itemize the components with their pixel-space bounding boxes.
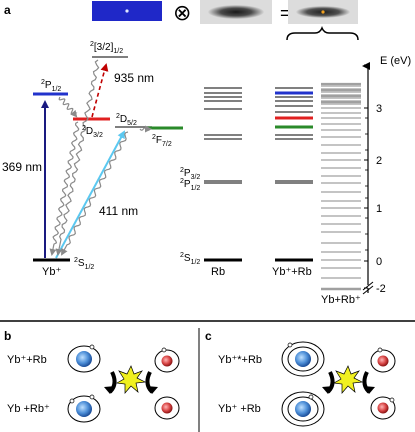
decay-d52-to-f72 (139, 125, 152, 133)
orbit (370, 396, 396, 420)
equals-operator: = (280, 3, 291, 23)
combined-ion-dot (321, 10, 325, 14)
panel-b-label: b (4, 329, 11, 343)
yb-rb-ion-levels (321, 82, 361, 291)
decay-p12-to-d32 (58, 96, 78, 118)
energy-axis-title: E (eV) (380, 55, 411, 67)
bracket-label: 2[3/2]1/2 (90, 41, 123, 55)
blue-411-label: 411 nm (99, 204, 138, 218)
top-image-row: ⊗ = (92, 0, 359, 41)
tensor-operator: ⊗ (173, 0, 191, 25)
rb-nucleus (161, 355, 173, 367)
panel-b-bottom-text: Yb +Rb⁺ (7, 403, 50, 415)
axis-ticks: 3 2 1 0 -2 (364, 64, 386, 295)
ybrb-column-label: Yb⁺+Rb (272, 266, 312, 278)
outer-orbit (281, 341, 325, 377)
curved-arrow-right-head (146, 386, 158, 394)
panel-c-yb-excited-top (281, 341, 325, 377)
electron (69, 398, 75, 404)
orbit (154, 349, 180, 373)
panel-c-rb-top (370, 347, 396, 373)
repump-935-label: 935 nm (114, 71, 154, 85)
electron (287, 342, 293, 348)
orbit (67, 345, 101, 373)
outer-orbit (281, 391, 325, 427)
rb-column-label: Rb (211, 266, 225, 278)
blue-411-arrow (55, 130, 125, 259)
axis-break-1 (362, 281, 374, 291)
d32-label: 2D3/2 (82, 125, 103, 139)
panel-c-rb-bottom (370, 396, 396, 420)
panel-a-label: a (4, 3, 11, 17)
uv-369-label: 369 nm (2, 160, 42, 174)
axis-tick-label: 3 (376, 103, 382, 115)
inner-orbit (287, 396, 319, 422)
yb-nucleus (76, 351, 92, 367)
electron (89, 394, 95, 400)
panel-b-yb-ion-top (67, 344, 101, 373)
inner-orbit (287, 346, 319, 372)
yb-nucleus (295, 401, 311, 417)
electron (161, 347, 167, 353)
d52-label: 2D5/2 (116, 113, 137, 127)
axis-break-2 (362, 285, 374, 295)
orbit (67, 395, 101, 423)
electron (377, 347, 383, 353)
yb-column-label: Yb⁺ (42, 266, 61, 278)
rb-levels (204, 87, 242, 262)
orbit (154, 396, 180, 420)
panel-b-rb-ion-bottom (154, 396, 180, 420)
panel-b: b Yb⁺+Rb Yb +Rb⁺ (4, 329, 180, 423)
panel-b-yb-bottom (67, 394, 101, 423)
curved-arrow-right-head (363, 386, 375, 394)
axis-tick-label: 2 (376, 155, 382, 167)
panel-c-yb-ion-bottom (281, 391, 325, 427)
electron (89, 344, 95, 350)
rb-p12-label: 2P1/2 (180, 178, 200, 192)
panel-c: c Yb⁺*+Rb Yb⁺ +Rb (205, 329, 396, 427)
curved-arrow-left-head (322, 386, 334, 394)
decay-bracket-to-s12 (55, 59, 100, 256)
panel-b-top-text: Yb⁺+Rb (7, 354, 47, 366)
curved-arrow-left-head (104, 386, 116, 394)
f72-label: 2F7/2 (152, 134, 172, 148)
ybrb-levels (275, 87, 313, 262)
repump-935-arrow (91, 63, 109, 118)
s12-label: 2S1/2 (74, 257, 94, 271)
rb-p32-label: 2P3/2 (180, 167, 200, 181)
rb-nucleus (377, 355, 389, 367)
panel-c-label: c (205, 329, 212, 343)
panel-c-top-text: Yb⁺*+Rb (218, 354, 262, 366)
collision-burst (332, 365, 364, 394)
orbit (370, 349, 396, 373)
collision-burst (115, 365, 147, 394)
rb-nucleus (377, 402, 389, 414)
rb-cloud (208, 5, 264, 19)
rb-s12-label: 2S1/2 (180, 252, 200, 266)
rb-nucleus (161, 402, 173, 414)
yb-nucleus (76, 401, 92, 417)
yb-level-scheme: 2P1/2 2D3/2 2D5/2 2F7/2 2[3/2]1/2 2S1/2 … (2, 41, 183, 278)
panel-b-rb-top (154, 347, 180, 373)
axis-tick-label: -2 (376, 283, 386, 295)
energy-axis: E (eV) 3 2 1 0 -2 (362, 55, 411, 295)
p12-label: 2P1/2 (41, 79, 61, 93)
axis-tick-label: 0 (376, 256, 382, 268)
decay-d32-to-s12 (49, 121, 80, 256)
electron (308, 394, 314, 400)
axis-tick-label: 1 (376, 203, 382, 215)
yb-rb-ion-column-label: Yb+Rb⁺ (321, 294, 361, 306)
electron (389, 397, 395, 403)
single-ion-dot (125, 9, 129, 13)
panel-c-bottom-text: Yb⁺ +Rb (218, 403, 261, 415)
brace (286, 25, 359, 41)
yb-nucleus (295, 351, 311, 367)
decay-d52-to-s12 (61, 131, 129, 256)
